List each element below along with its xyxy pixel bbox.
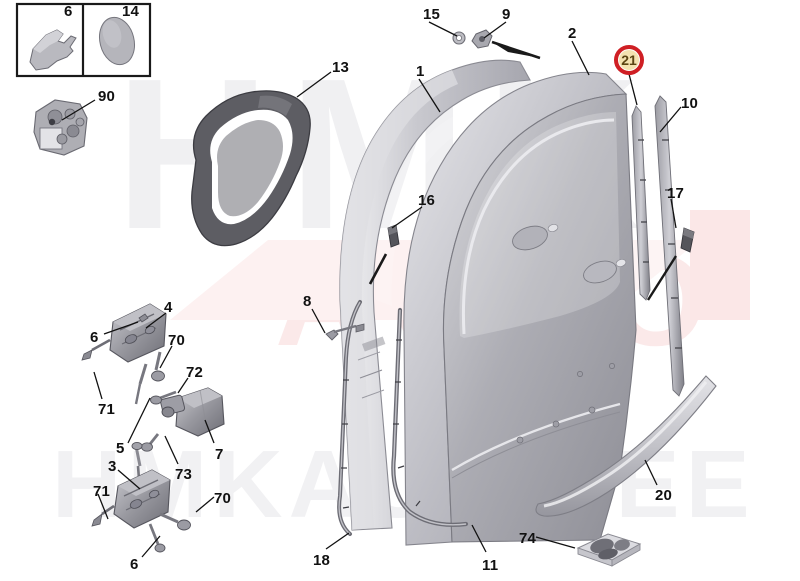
part-15-washer (452, 31, 466, 45)
part-label-side-moulding: 20 (655, 487, 673, 504)
leader-line-13 (296, 71, 332, 98)
leader-line-1 (418, 78, 441, 113)
part-label-hinge-bolt-lower: 70 (214, 490, 232, 507)
part-90-module (33, 99, 88, 156)
part-20-moulding (535, 375, 717, 517)
part-17-clip (646, 227, 695, 301)
leader-line-20 (644, 459, 658, 486)
part-label-hinge-screw-lower: 71 (93, 483, 111, 500)
part-74-grommets (576, 533, 642, 567)
part-3-lower-hinge (113, 469, 171, 529)
part-70-lower-bolt (159, 512, 191, 531)
part-label-hinge-screw-upper: 71 (98, 401, 116, 418)
leader-line-6c (141, 535, 161, 558)
leader-line-73 (164, 435, 179, 465)
part-4-upper-hinge (109, 303, 167, 363)
part-71-lower-screw (91, 504, 115, 527)
part-16-guide-block (368, 224, 400, 285)
leader-line-71 (93, 371, 103, 400)
leader-line-9 (483, 21, 507, 39)
part-label-hinge-pin-lower: 5 (116, 440, 125, 457)
part-label-door-seal-outer: 11 (482, 557, 499, 574)
part-label-washer: 15 (423, 6, 441, 23)
leader-line-5 (127, 397, 151, 444)
part-label-upper-hinge: 4 (164, 299, 173, 316)
part-2-door-skin (403, 71, 637, 546)
leader-line-17 (670, 198, 677, 229)
part-73-motor-screw (141, 433, 160, 452)
inset-panel-group (15, 2, 152, 78)
leader-line-group (61, 21, 682, 558)
leader-line-71b (97, 493, 109, 520)
leader-line-2 (571, 40, 590, 76)
leader-line-8 (311, 308, 326, 334)
part-13-membrane (191, 90, 311, 247)
part-label-bolt: 9 (502, 6, 511, 23)
part-70-upper-bolt (134, 351, 165, 405)
part-label-door-outer-skin: 2 (568, 25, 577, 42)
leader-line-11 (471, 524, 487, 553)
part-18-seal (337, 300, 362, 536)
part-label-trim-clip: 17 (667, 185, 685, 202)
leader-line-3 (117, 469, 141, 490)
part-label-door-seal-inner: 18 (313, 552, 331, 569)
part-label-hinge-bolt-upper: 70 (168, 332, 186, 349)
part-label-motor-screw: 73 (175, 466, 193, 483)
part-label-lower-hinge: 3 (108, 458, 117, 475)
part-1-door-frame (339, 59, 531, 531)
leader-line-90 (61, 99, 96, 121)
leader-line-70b (195, 496, 215, 513)
part-label-window-guide-block: 16 (418, 192, 436, 209)
part-label-window-lift-motor: 7 (215, 446, 224, 463)
part-label-motor-bolt: 72 (186, 364, 204, 381)
part-72-motor-bolt (150, 390, 177, 405)
part-label-door-sealing-membrane: 13 (332, 59, 350, 76)
leader-line-74 (535, 536, 576, 549)
leader-line-72 (177, 377, 189, 394)
callout-highlight-21[interactable]: 21 (614, 45, 644, 75)
part-label-door-frame: 1 (416, 63, 425, 80)
part-label-oval-grommet-inset: 14 (122, 3, 140, 20)
part-label-hinge-pin-lower-2: 6 (130, 556, 139, 573)
part-label-wiring-module: 90 (98, 88, 116, 105)
leader-line-15 (428, 21, 458, 37)
part-label-b-pillar-trim-strip: 10 (681, 95, 699, 112)
leader-line-6b (103, 321, 139, 335)
part-label-grommet-set: 74 (519, 530, 537, 547)
leader-line-4 (145, 312, 167, 329)
leader-line-18 (325, 532, 350, 550)
part-10-strip (654, 95, 685, 397)
part-label-door-check-bolt: 8 (303, 293, 312, 310)
part-label-clip-retainer-inset: 6 (64, 3, 73, 20)
part-6-upper-pin (81, 313, 149, 361)
part-label-hinge-pin-upper: 6 (90, 329, 99, 346)
part-9-bolt (471, 29, 541, 60)
leader-line-10 (659, 106, 682, 133)
part-21-strip (631, 105, 651, 301)
part-11-seal (391, 307, 469, 527)
part-8-bolt (325, 323, 365, 341)
leader-line-7 (204, 419, 215, 444)
part-7-motor (160, 387, 225, 437)
leader-line-70 (159, 345, 173, 369)
leader-line-21 (628, 73, 638, 106)
leader-line-16 (391, 206, 423, 229)
